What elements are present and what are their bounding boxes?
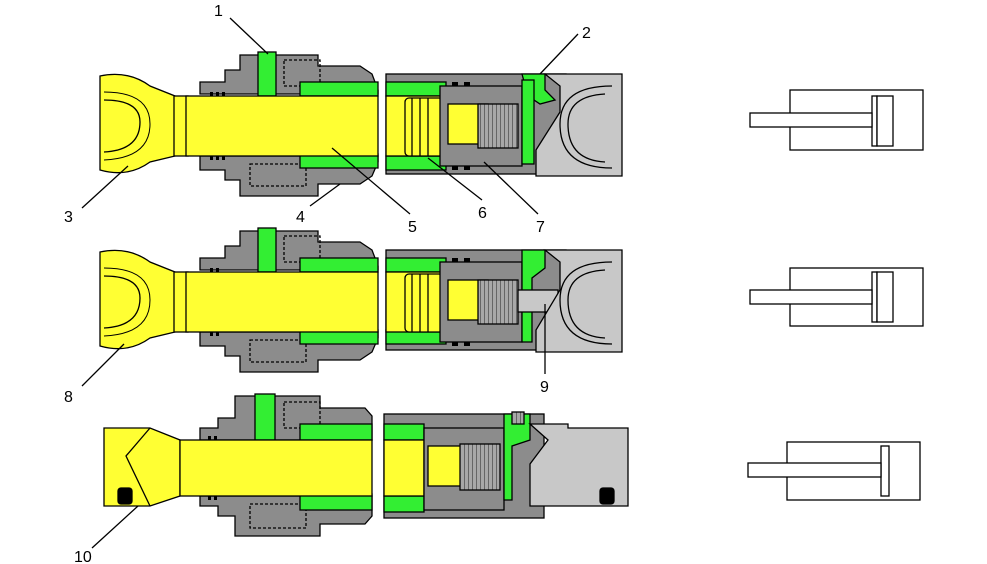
callout-2: 2 <box>582 25 591 42</box>
cylinder-view-3 <box>103 393 629 537</box>
cylinder-symbol-3 <box>747 441 921 501</box>
callout-5: 5 <box>408 219 417 236</box>
piston-rod-3 <box>179 439 373 497</box>
cylinder-view-1 <box>99 51 623 197</box>
piston-rod-1 <box>185 95 379 157</box>
cylinder-cap-1 <box>535 73 623 177</box>
piston-nut-1 <box>477 103 519 149</box>
rod-eye-2 <box>99 249 176 350</box>
cylinder-symbol-1 <box>749 89 924 151</box>
callout-10: 10 <box>74 549 92 564</box>
callout-3: 3 <box>64 209 73 226</box>
rod-eye-bore-1 <box>103 99 141 153</box>
callout-4: 4 <box>296 209 305 226</box>
piston-rod-2 <box>185 271 379 333</box>
cylinder-symbol-2 <box>749 267 924 327</box>
callout-1: 1 <box>214 3 223 20</box>
cylinder-view-2 <box>99 227 623 373</box>
cylinder-cap-3 <box>528 423 629 507</box>
rod-eye-1 <box>99 73 176 174</box>
callout-8: 8 <box>64 389 73 406</box>
leader-lines <box>81 17 579 549</box>
callout-7: 7 <box>536 219 545 236</box>
callout-9: 9 <box>540 379 549 396</box>
callout-6: 6 <box>478 205 487 222</box>
callout-labels: 1 2 3 4 5 6 7 8 9 10 <box>64 3 591 564</box>
oil-port-1 <box>257 51 277 97</box>
rod-end-3 <box>103 427 181 507</box>
